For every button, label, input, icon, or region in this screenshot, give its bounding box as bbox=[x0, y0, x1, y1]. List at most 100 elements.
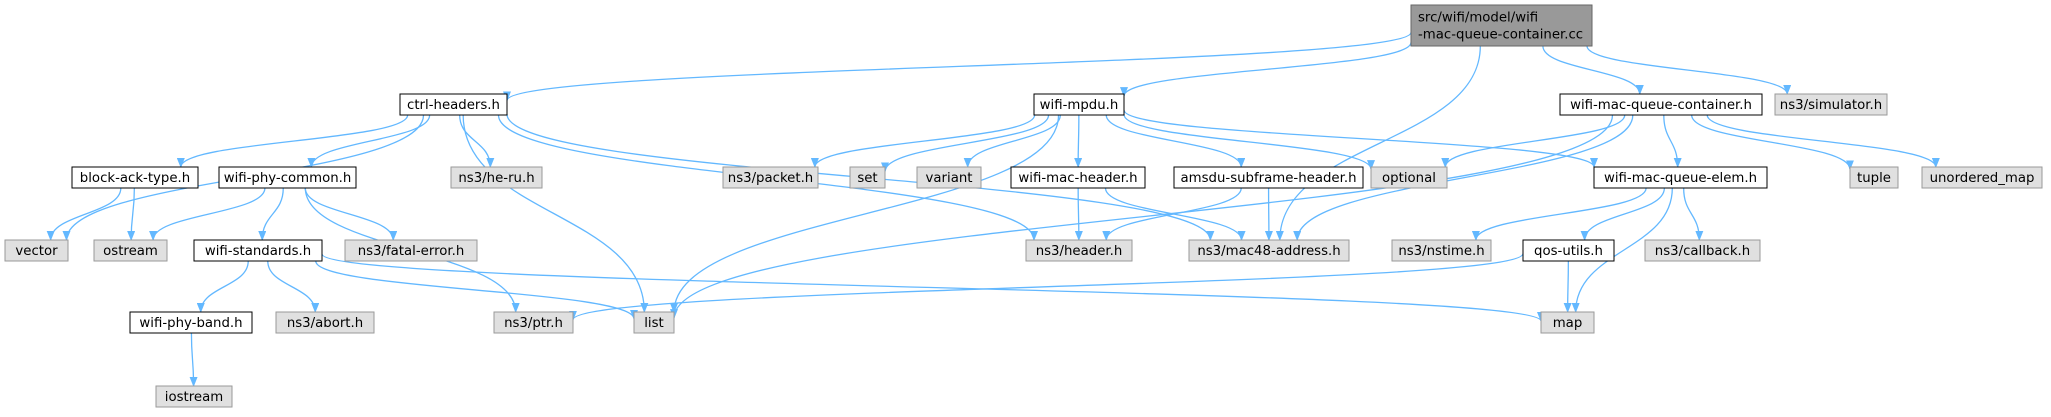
node-wifi-phy-common[interactable]: wifi-phy-common.h bbox=[218, 166, 357, 189]
node-label: wifi-mpdu.h bbox=[1040, 98, 1119, 113]
node-label: wifi-mac-queue-container.h bbox=[1570, 98, 1752, 113]
node-box bbox=[1010, 166, 1146, 189]
edge-root-to-simulator bbox=[1586, 45, 1792, 95]
edge-wmq_container-to-optional bbox=[1441, 114, 1626, 168]
node-unordered-map: unordered_map bbox=[1921, 166, 2043, 189]
edge-wifi_standards-to-abort bbox=[267, 260, 320, 313]
node-box bbox=[129, 311, 253, 334]
edge-wmq_container-to-list bbox=[670, 114, 1614, 320]
node-he-ru: ns3/he-ru.h bbox=[450, 166, 543, 189]
edge-wifi_phy_common-to-fatal_error bbox=[304, 187, 398, 241]
edge-block_ack_type-to-vector bbox=[46, 187, 122, 241]
edge-wmq_elem-to-nstime bbox=[1471, 187, 1647, 241]
edge-wmq_elem-to-map bbox=[1571, 187, 1673, 313]
edge-ctrl_headers-to-list bbox=[462, 114, 649, 313]
edge-wmq_container-to-unordered_map bbox=[1706, 114, 1940, 168]
node-block-ack-type[interactable]: block-ack-type.h bbox=[71, 166, 199, 189]
edge-wifi_mpdu-to-optional bbox=[1123, 114, 1375, 171]
edge-ctrl_headers-to-he_ru bbox=[459, 114, 495, 168]
node-box bbox=[193, 239, 323, 262]
edges-layer bbox=[46, 31, 1940, 387]
edge-wifi_standards-to-wifi_phy_band bbox=[196, 260, 249, 313]
node-label: vector bbox=[15, 244, 58, 259]
edge-wifi_mpdu-to-wmq_elem bbox=[1123, 109, 1598, 169]
node-callback: ns3/callback.h bbox=[1644, 239, 1761, 262]
node-fatal-error: ns3/fatal-error.h bbox=[344, 239, 478, 262]
node-box bbox=[275, 311, 375, 334]
node-vector: vector bbox=[4, 239, 69, 262]
edge-wifi_phy_common-to-wifi_standards bbox=[258, 187, 284, 241]
edge-wmq_container-to-mac48 bbox=[1293, 114, 1634, 241]
node-label: wifi-standards.h bbox=[205, 244, 311, 259]
node-box bbox=[1774, 93, 1888, 116]
node-box bbox=[916, 166, 982, 189]
node-box bbox=[1540, 311, 1595, 334]
node-box bbox=[1849, 166, 1899, 189]
node-label: qos-utils.h bbox=[1534, 244, 1603, 259]
node-box bbox=[399, 93, 508, 116]
edge-wifi_mpdu-to-packet bbox=[810, 114, 1036, 168]
edge-ctrl_headers-to-wifi_phy_common bbox=[307, 114, 431, 168]
edge-wifi_mac_header-to-ns3_header bbox=[1074, 187, 1083, 241]
node-iostream: iostream bbox=[155, 385, 233, 408]
node-label: set bbox=[857, 171, 877, 186]
edge-block_ack_type-to-ostream bbox=[127, 187, 136, 241]
node-root[interactable]: src/wifi/model/wifi-mac-queue-container.… bbox=[1410, 4, 1593, 47]
node-box bbox=[1522, 239, 1615, 262]
edge-wifi_standards-to-map bbox=[321, 253, 1545, 323]
node-map: map bbox=[1540, 311, 1595, 334]
node-box bbox=[71, 166, 199, 189]
edge-amsdu-to-ns3_header bbox=[1102, 187, 1242, 241]
edge-wifi_phy_band-to-iostream bbox=[189, 332, 198, 387]
node-label: map bbox=[1553, 316, 1583, 331]
node-abort: ns3/abort.h bbox=[275, 311, 375, 334]
node-box bbox=[1559, 93, 1763, 116]
edge-root-to-wifi_mpdu bbox=[1120, 42, 1412, 98]
node-variant: variant bbox=[916, 166, 982, 189]
node-ptr: ns3/ptr.h bbox=[493, 311, 574, 334]
edge-wmq_elem-to-qos_utils bbox=[1580, 187, 1666, 241]
node-wifi-mpdu[interactable]: wifi-mpdu.h bbox=[1033, 93, 1125, 116]
node-qos-utils[interactable]: qos-utils.h bbox=[1522, 239, 1615, 262]
node-box bbox=[4, 239, 69, 262]
edge-qos_utils-to-ptr bbox=[569, 253, 1524, 321]
node-label: block-ack-type.h bbox=[80, 171, 190, 186]
node-label: ctrl-headers.h bbox=[407, 98, 500, 113]
node-label: tuple bbox=[1857, 171, 1891, 186]
node-amsdu[interactable]: amsdu-subframe-header.h bbox=[1173, 166, 1364, 189]
node-wifi-phy-band[interactable]: wifi-phy-band.h bbox=[129, 311, 253, 334]
edge-root-to-wmq_container bbox=[1542, 45, 1644, 95]
edge-wmq_elem-to-callback bbox=[1683, 187, 1704, 241]
node-ostream: ostream bbox=[93, 239, 168, 262]
node-box bbox=[155, 385, 233, 408]
edge-wifi_mpdu-to-amsdu bbox=[1105, 114, 1246, 168]
node-box bbox=[633, 311, 675, 334]
edge-wmq_container-to-tuple bbox=[1690, 114, 1854, 171]
node-label: ostream bbox=[103, 244, 158, 259]
node-box bbox=[1391, 239, 1492, 262]
node-wmq-elem[interactable]: wifi-mac-queue-elem.h bbox=[1593, 166, 1768, 189]
node-label: ns3/ptr.h bbox=[504, 316, 563, 331]
node-label: ns3/nstime.h bbox=[1398, 244, 1484, 259]
node-list: list bbox=[633, 311, 675, 334]
edge-root-to-ctrl_headers bbox=[503, 31, 1412, 102]
node-box bbox=[849, 166, 886, 189]
node-label: wifi-mac-queue-elem.h bbox=[1604, 171, 1757, 186]
node-label: wifi-phy-band.h bbox=[139, 316, 242, 331]
node-box bbox=[1410, 4, 1593, 47]
node-label: variant bbox=[926, 171, 973, 186]
node-wifi-standards[interactable]: wifi-standards.h bbox=[193, 239, 323, 262]
node-wifi-mac-header[interactable]: wifi-mac-header.h bbox=[1010, 166, 1146, 189]
node-ns3-header: ns3/header.h bbox=[1025, 239, 1133, 262]
node-box bbox=[493, 311, 574, 334]
node-box bbox=[344, 239, 478, 262]
node-ctrl-headers[interactable]: ctrl-headers.h bbox=[399, 93, 508, 116]
node-wmq-container[interactable]: wifi-mac-queue-container.h bbox=[1559, 93, 1763, 116]
node-box bbox=[450, 166, 543, 189]
edge-wifi_mpdu-to-variant bbox=[963, 114, 1061, 168]
node-box bbox=[1921, 166, 2043, 189]
node-nstime: ns3/nstime.h bbox=[1391, 239, 1492, 262]
edge-wifi_mpdu-to-list bbox=[670, 114, 1060, 314]
node-label: ns3/fatal-error.h bbox=[358, 244, 465, 259]
node-label: src/wifi/model/wifi bbox=[1418, 11, 1538, 26]
